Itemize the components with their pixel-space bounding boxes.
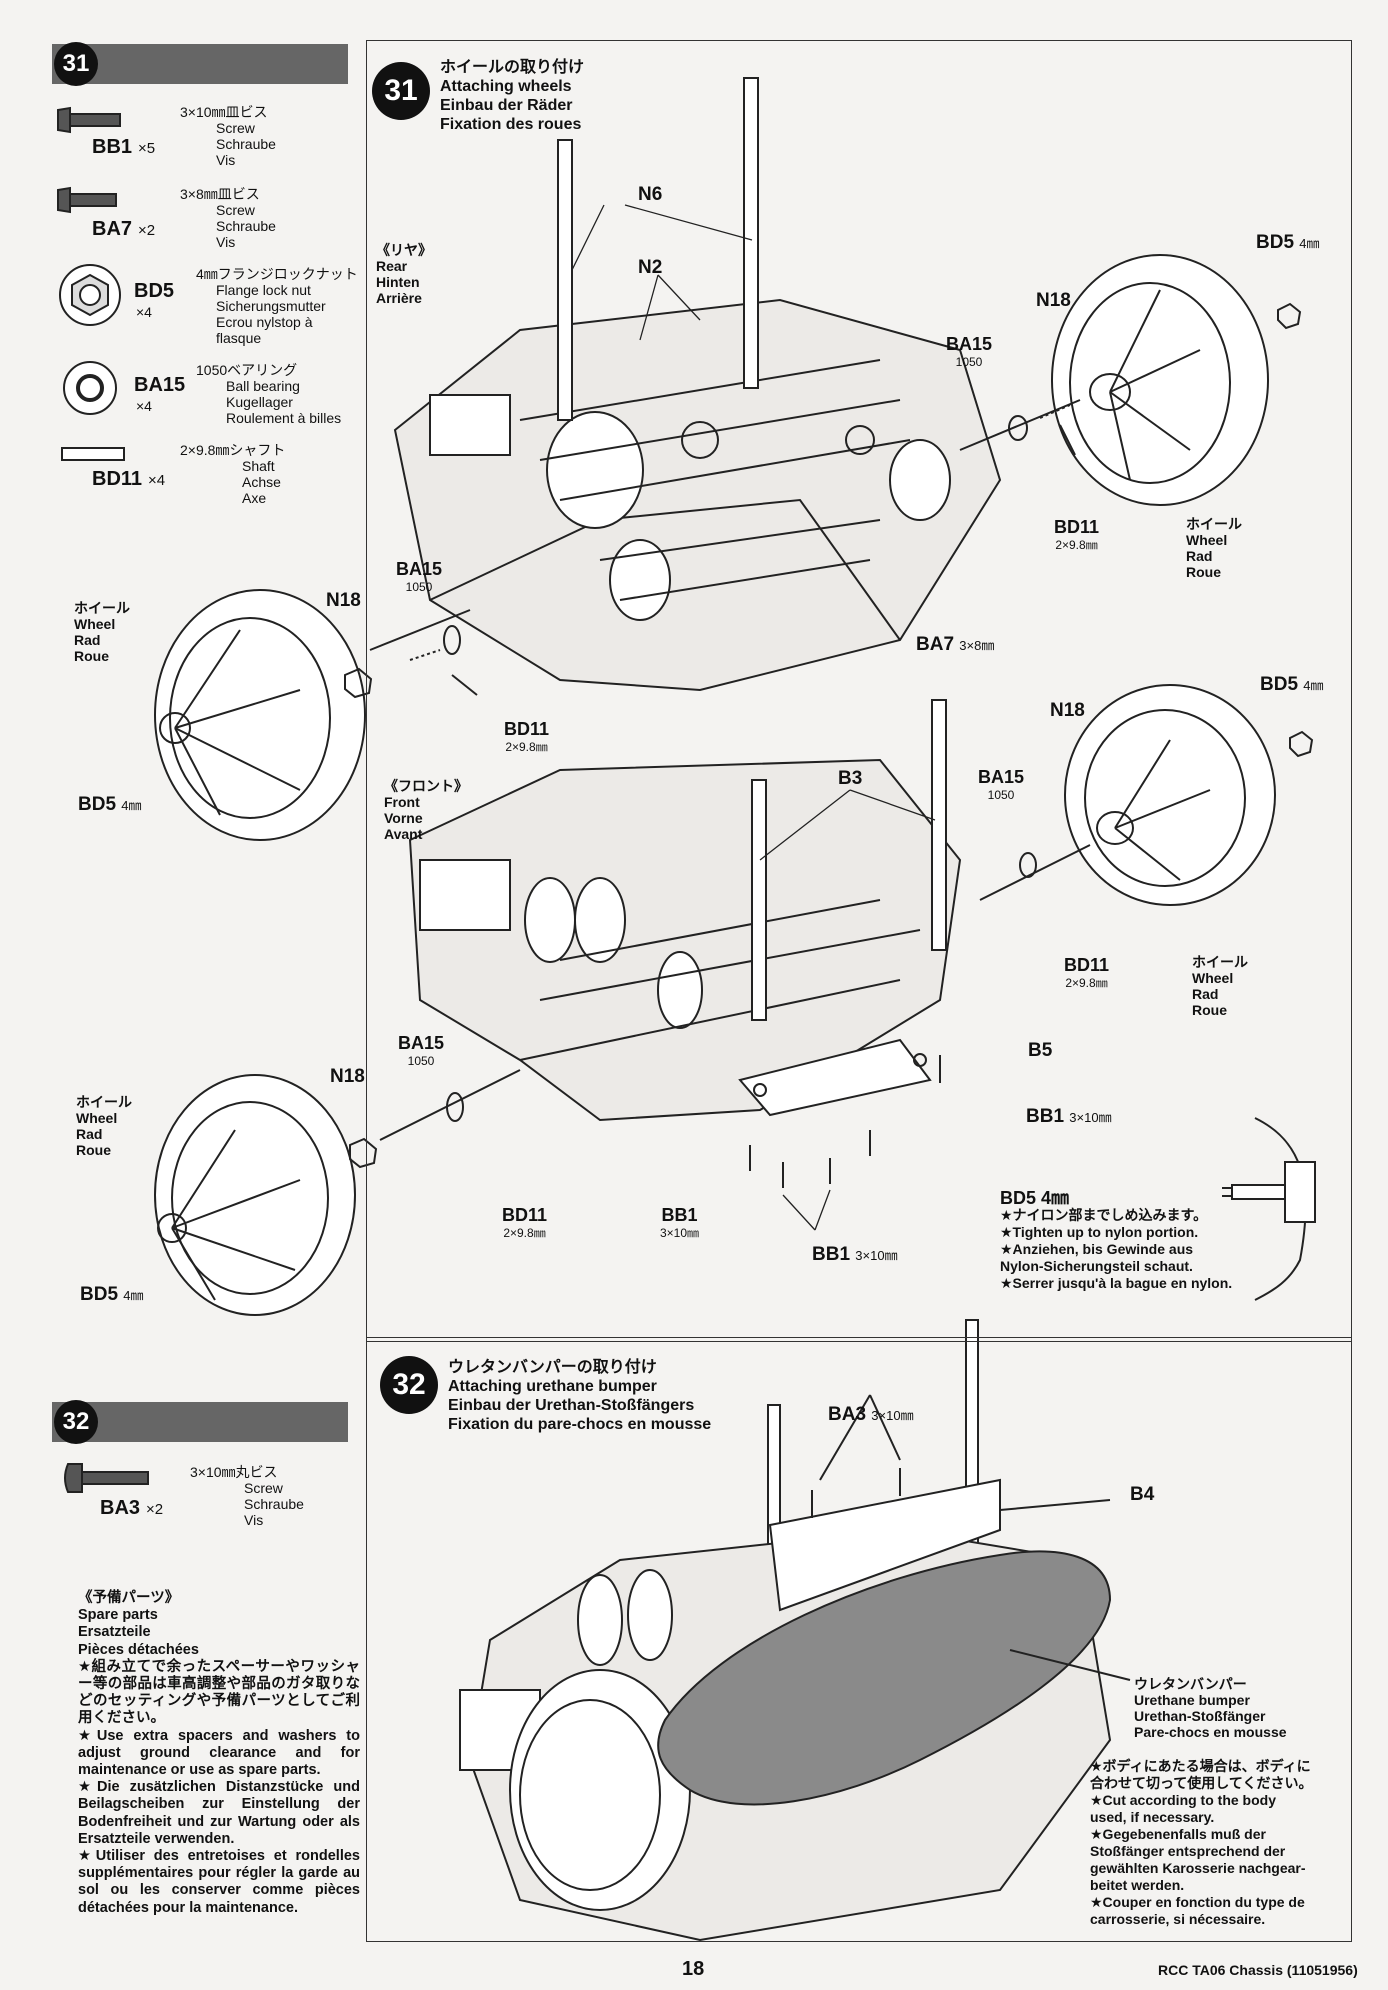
step31-frame	[366, 40, 1352, 1342]
label-bb1-bottom: BB1 3×10㎜	[812, 1244, 898, 1265]
label-bd5-front-right: BD5 4㎜	[1260, 674, 1324, 695]
label-ba15-rear-left: BA15 1050	[396, 559, 443, 594]
rear-right-wheel	[959, 254, 1302, 506]
part-ba7-code: BA7×2	[92, 218, 156, 240]
part-bd11-code: BD11×4	[92, 468, 166, 490]
bd5-tighten-note: BD5 4㎜ ★ナイロン部までしめ込みます。 ★Tighten up to ny…	[1000, 1188, 1233, 1291]
front-body-posts	[751, 699, 947, 1021]
front-right-wheel	[979, 684, 1314, 906]
rear-chassis-drawing	[393, 298, 1002, 692]
bb1-screws-drawing	[749, 1055, 941, 1188]
step31-title: ホイールの取り付け Attaching wheels Einbau der Rä…	[440, 59, 585, 133]
body-cut-note: ★ボディにあたる場合は、ボディに 合わせて切って使用してください。 ★Cut a…	[1090, 1758, 1313, 1927]
part-bd5-qty: ×4	[136, 304, 152, 320]
ba7-icon-drawing	[57, 186, 117, 214]
step32-badge: 32	[380, 1356, 438, 1414]
label-b4: B4	[1130, 1484, 1155, 1505]
label-ba7: BA7 3×8㎜	[916, 634, 995, 655]
part-ba7-desc: 3×8㎜皿ビス Screw Schraube Vis	[180, 186, 276, 250]
label-ba15-front-right: BA15 1050	[978, 767, 1025, 802]
label-n18-front-left: N18	[330, 1066, 365, 1087]
wheel-label-rear-right: ホイール Wheel Rad Roue	[1186, 516, 1242, 580]
rear-body-posts	[557, 77, 759, 421]
label-ba15-front-left: BA15 1050	[398, 1033, 445, 1068]
label-bd5-rear-left: BD5 4㎜	[78, 794, 142, 815]
label-n6: N6	[638, 184, 663, 205]
part-bd11-desc: 2×9.8㎜シャフト Shaft Achse Axe	[180, 442, 286, 506]
ba3-icon-drawing	[64, 1463, 149, 1493]
section32-badge: 32	[54, 1400, 98, 1444]
footer-model: RCC TA06 Chassis (11051956)	[1158, 1962, 1358, 1978]
front-label: 《フロント》 Front Vorne Avant	[384, 778, 468, 842]
bb1-icon-drawing	[57, 106, 121, 134]
bumper-assembly-drawing	[459, 1319, 1131, 1942]
label-n18-rear-right: N18	[1036, 290, 1071, 311]
section32-header: 32	[52, 1400, 348, 1444]
urethane-bumper-label: ウレタンバンパー Urethane bumper Urethan-Stoßfän…	[1134, 1676, 1287, 1740]
label-bb1-left: BB1 3×10㎜	[660, 1205, 700, 1240]
page-number: 18	[682, 1958, 705, 1980]
part-ba15-qty: ×4	[136, 398, 152, 414]
wheel-label-front-left: ホイール Wheel Rad Roue	[76, 1094, 132, 1158]
part-bb1-desc: 3×10㎜皿ビス Screw Schraube Vis	[180, 104, 276, 168]
part-bb1-code: BB1×5	[92, 136, 156, 158]
label-n18-front-right: N18	[1050, 700, 1085, 721]
label-n2: N2	[638, 257, 663, 278]
nylon-nut-inset	[1222, 1117, 1316, 1301]
part-ba15-code: BA15	[134, 374, 186, 396]
label-bd5-front-left: BD5 4㎜	[80, 1284, 144, 1305]
label-bd11-front-left: BD11 2×9.8㎜	[502, 1205, 548, 1240]
part-bd5-code: BD5	[134, 280, 175, 302]
label-bd11-rear-right: BD11 2×9.8㎜	[1054, 517, 1100, 552]
bd11-icon-drawing	[61, 447, 125, 461]
rear-left-wheel	[154, 589, 478, 841]
label-ba15-rear-right: BA15 1050	[946, 334, 993, 369]
step31-badge: 31	[372, 62, 430, 120]
label-ba3: BA3 3×10㎜	[828, 1404, 914, 1425]
wheel-label-front-right: ホイール Wheel Rad Roue	[1192, 954, 1248, 1018]
step32-frame	[366, 1337, 1352, 1942]
bd5-icon-drawing	[59, 264, 121, 326]
label-bb1-right: BB1 3×10㎜	[1026, 1106, 1112, 1127]
rear-label: 《リヤ》 Rear Hinten Arrière	[376, 242, 432, 306]
label-b3: B3	[838, 768, 863, 789]
label-bd5-rear-right: BD5 4㎜	[1256, 232, 1320, 253]
part-ba15-desc: 1050ベアリング Ball bearing Kugellager Roulem…	[196, 362, 342, 426]
label-b5: B5	[1028, 1040, 1053, 1061]
part-ba3-desc: 3×10㎜丸ビス Screw Schraube Vis	[190, 1464, 304, 1528]
part-ba3-code: BA3×2	[100, 1497, 164, 1519]
step32-title: ウレタンバンパーの取り付け Attaching urethane bumper …	[448, 1359, 712, 1433]
label-bd11-rear-left: BD11 2×9.8㎜	[504, 719, 550, 754]
wheel-label-rear-left: ホイール Wheel Rad Roue	[74, 600, 130, 664]
front-left-wheel	[154, 1069, 521, 1316]
front-chassis-drawing	[408, 758, 962, 1122]
spare-parts-note: 《予備パーツ》 Spare parts Ersatzteile Pièces d…	[78, 1590, 360, 1916]
part-bd5-desc: 4㎜フランジロックナット Flange lock nut Sicherungsm…	[196, 266, 358, 346]
label-n18-rear-left: N18	[326, 590, 361, 611]
section31-badge: 31	[54, 42, 98, 86]
section31-header: 31	[52, 42, 348, 86]
ba15-icon-drawing	[63, 361, 117, 415]
label-bd11-front-right: BD11 2×9.8㎜	[1064, 955, 1110, 990]
